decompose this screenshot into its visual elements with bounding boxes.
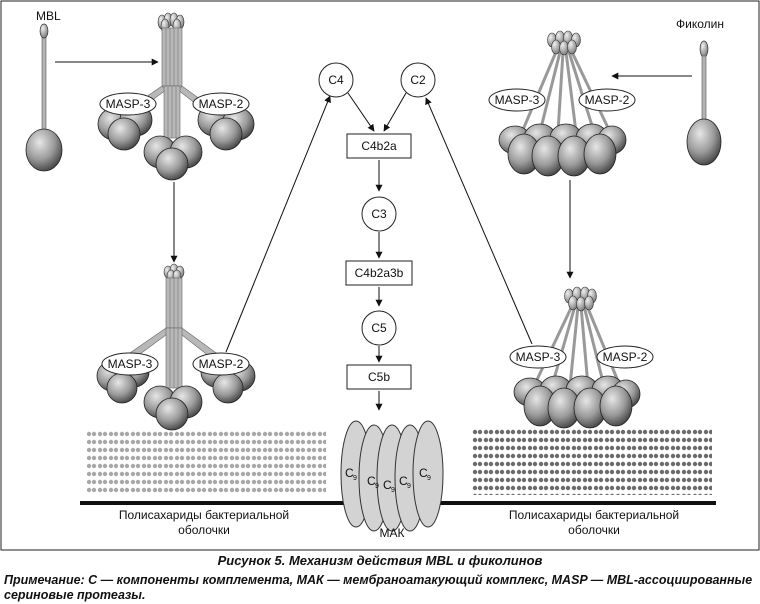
svg-text:9: 9 (427, 475, 431, 482)
figure-caption: Рисунок 5. Механизм действия MBL и фикол… (217, 553, 543, 568)
svg-text:C4b2a: C4b2a (361, 139, 397, 153)
c5-node: C5 (361, 310, 397, 346)
masp3-label-top-right: MASP-3 (488, 88, 546, 112)
ficolin-single-molecule (686, 40, 722, 166)
polysaccharide-dots-right (472, 429, 712, 495)
c9-label-4: C 9 (399, 474, 411, 490)
polysaccharide-label-left-line1: Полисахариды бактериальной (119, 508, 289, 522)
svg-text:MASP-3: MASP-3 (495, 93, 540, 107)
c4b2a-node: C4b2a (346, 133, 412, 159)
c9-label-2: C 9 (367, 474, 379, 490)
masp2-label-top-right: MASP-2 (578, 88, 636, 112)
svg-text:MASP-2: MASP-2 (603, 350, 648, 364)
svg-text:C2: C2 (410, 73, 426, 87)
masp3-label-bottom-left: MASP-3 (101, 352, 159, 376)
ficolin-complex-top (498, 30, 627, 177)
svg-text:C: C (419, 466, 428, 480)
figure-border (0, 0, 760, 551)
c3-node: C3 (361, 196, 397, 232)
polysaccharide-dots-left (86, 431, 326, 495)
svg-text:9: 9 (375, 483, 379, 490)
mak-complex (340, 420, 444, 532)
svg-text:MASP-3: MASP-3 (516, 350, 561, 364)
svg-text:C: C (383, 478, 392, 492)
svg-text:C3: C3 (371, 207, 387, 221)
svg-text:C5: C5 (371, 321, 387, 335)
c4-node: C4 (318, 62, 354, 98)
svg-text:MASP-2: MASP-2 (199, 97, 244, 111)
svg-text:C5b: C5b (368, 370, 390, 384)
c9-label-5: C 9 (419, 466, 431, 482)
svg-text:MASP-3: MASP-3 (106, 97, 151, 111)
svg-text:9: 9 (391, 487, 395, 494)
svg-text:MASP-2: MASP-2 (199, 357, 244, 371)
masp2-label-top-left: MASP-2 (192, 92, 250, 116)
c9-label-3: C 9 (383, 478, 395, 494)
arrow-masp3-to-c2 (425, 97, 533, 345)
arrow-c4-to-c4b2a (347, 92, 375, 132)
svg-text:C4b2a3b: C4b2a3b (355, 266, 404, 280)
svg-text:9: 9 (407, 483, 411, 490)
svg-text:MASP-2: MASP-2 (585, 93, 630, 107)
figure-note: Примечание: С — компоненты комплемента, … (4, 573, 753, 602)
c2-node: C2 (400, 62, 436, 98)
mbl-single-molecule (25, 23, 63, 172)
c9-label-1: C 9 (345, 466, 357, 482)
polysaccharide-label-right-line2: оболочки (568, 523, 620, 537)
polysaccharide-label-left-line2: оболочки (178, 523, 230, 537)
arrow-masp2-to-c4 (225, 95, 331, 353)
masp3-label-bottom-right: MASP-3 (509, 345, 567, 369)
svg-text:C: C (367, 474, 376, 488)
c5b-node: C5b (346, 364, 412, 390)
mbl-complex-bound (96, 263, 256, 431)
c4b2a3b-node: C4b2a3b (345, 260, 413, 286)
ficolin-label: Фиколин (676, 17, 724, 31)
svg-text:9: 9 (353, 475, 357, 482)
ficolin-complex-bound (513, 286, 641, 429)
svg-text:C: C (399, 474, 408, 488)
mbl-label: MBL (36, 9, 61, 23)
svg-text:C: C (345, 466, 354, 480)
polysaccharide-label-right-line1: Полисахариды бактериальной (509, 508, 679, 522)
masp3-label-top-left: MASP-3 (99, 92, 157, 116)
masp2-label-bottom-left: MASP-2 (192, 352, 250, 376)
masp2-label-bottom-right: MASP-2 (596, 345, 654, 369)
arrow-c2-to-c4b2a (383, 92, 407, 132)
mak-label: МАК (380, 526, 405, 540)
svg-text:MASP-3: MASP-3 (108, 357, 153, 371)
svg-text:C4: C4 (328, 73, 344, 87)
